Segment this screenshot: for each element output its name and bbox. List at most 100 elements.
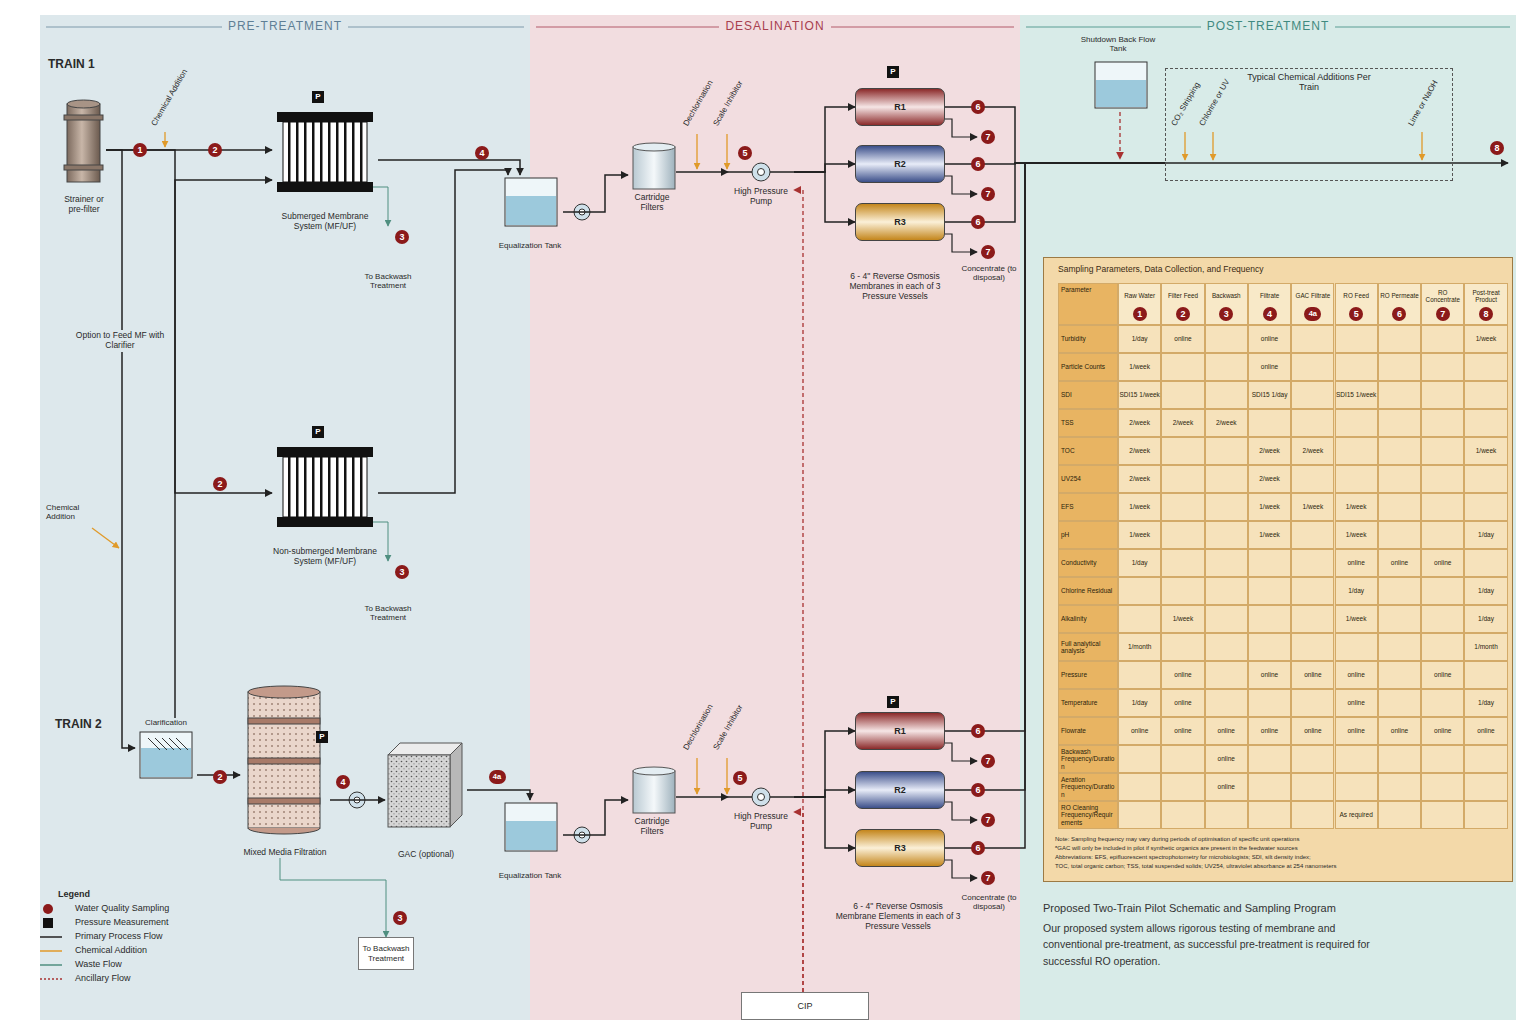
table-cell bbox=[1335, 745, 1378, 773]
mixed-media-filter bbox=[248, 718, 320, 724]
callout-number: 7 bbox=[981, 245, 995, 259]
tank bbox=[506, 821, 556, 850]
gac-cube bbox=[450, 743, 462, 827]
callout-number: 7 bbox=[981, 871, 995, 885]
table-cell bbox=[1205, 325, 1248, 353]
table-cell bbox=[1161, 633, 1204, 661]
concentrate-line bbox=[945, 119, 977, 878]
pressure-vessel: R1 bbox=[855, 88, 945, 126]
stage-band: DESALINATION bbox=[530, 15, 1020, 1020]
flow-connector bbox=[563, 175, 628, 212]
legend-text: Primary Process Flow bbox=[75, 931, 163, 941]
mixed-media-filter bbox=[248, 798, 320, 804]
node-text: R1 bbox=[894, 726, 906, 736]
table-text: 1/week bbox=[1335, 605, 1378, 633]
pressure-marker: P bbox=[316, 731, 328, 743]
table-text: online bbox=[1118, 717, 1161, 745]
table-cell bbox=[1205, 801, 1248, 829]
table-cell bbox=[1421, 577, 1464, 605]
label: TOC, total organic carbon; TSS, total su… bbox=[1055, 863, 1507, 870]
table-cell bbox=[1378, 521, 1421, 549]
table-cell bbox=[1118, 773, 1161, 801]
table-cell bbox=[1335, 409, 1378, 437]
table-cell bbox=[1205, 689, 1248, 717]
flow-connector bbox=[378, 160, 520, 175]
gac-cube bbox=[388, 743, 462, 755]
table-cell bbox=[1291, 549, 1334, 577]
callout-number: 6 bbox=[971, 157, 985, 171]
callout-number: 4 bbox=[336, 775, 350, 789]
table-text: Backwash Frequency/Duration bbox=[1060, 745, 1117, 773]
tank bbox=[1096, 80, 1146, 107]
table-text: online bbox=[1421, 549, 1464, 577]
table-cell bbox=[1248, 801, 1291, 829]
table-text: online bbox=[1335, 661, 1378, 689]
table-cell bbox=[1464, 801, 1507, 829]
table-cell bbox=[1248, 689, 1291, 717]
table-text: EFS bbox=[1060, 493, 1117, 521]
table-cell bbox=[1464, 661, 1507, 689]
table-text: Post-treat Product bbox=[1464, 285, 1507, 307]
callout-number: 7 bbox=[981, 754, 995, 768]
gac-cube bbox=[388, 755, 450, 827]
flow-connector bbox=[676, 171, 728, 173]
flow-connector bbox=[945, 163, 1165, 222]
chemical-addition-arrow bbox=[92, 132, 1422, 794]
product-line bbox=[1119, 112, 1120, 159]
table-cell bbox=[1118, 745, 1161, 773]
table-cell bbox=[1248, 605, 1291, 633]
node-text: High Pressure Pump bbox=[728, 187, 794, 207]
table-cell bbox=[1421, 521, 1464, 549]
table-cell bbox=[1248, 549, 1291, 577]
label: Note: Sampling frequency may vary during… bbox=[1055, 836, 1507, 843]
table-text: SDI bbox=[1060, 381, 1117, 409]
table-cell bbox=[1335, 465, 1378, 493]
mixed-media-filter bbox=[248, 758, 320, 764]
table-text: Aeration Frequency/Duration bbox=[1060, 773, 1117, 801]
table-cell bbox=[1161, 353, 1204, 381]
callout-number: 2 bbox=[1176, 307, 1190, 321]
callout-number: 7 bbox=[981, 187, 995, 201]
flow-connector bbox=[676, 796, 728, 798]
callout-number: 3 bbox=[395, 230, 409, 244]
table-cell bbox=[1421, 325, 1464, 353]
table-cell bbox=[1291, 325, 1334, 353]
media-filter: Mixed Media Filtration bbox=[240, 683, 330, 858]
pressure-marker: P bbox=[312, 426, 324, 438]
flow-connector bbox=[330, 799, 385, 801]
table-cell bbox=[1205, 437, 1248, 465]
node-text: Shutdown Back Flow Tank bbox=[1078, 35, 1158, 53]
membrane-module bbox=[277, 182, 373, 192]
table-text: online bbox=[1161, 325, 1204, 353]
node-text: Submerged Membrane System (MF/UF) bbox=[272, 212, 378, 232]
table-text: online bbox=[1248, 325, 1291, 353]
table-cell bbox=[1378, 577, 1421, 605]
membrane-system: Submerged Membrane System (MF/UF) bbox=[272, 97, 378, 232]
concentrate-line bbox=[945, 119, 977, 137]
table-cell bbox=[1421, 353, 1464, 381]
concentrate-line bbox=[945, 743, 977, 761]
table-text: RO Permeate bbox=[1378, 285, 1421, 307]
caption-title: Proposed Two-Train Pilot Schematic and S… bbox=[1043, 902, 1503, 915]
node-text: R3 bbox=[894, 217, 906, 227]
node-text: Typical Chemical Additions Per Train bbox=[1239, 72, 1379, 93]
flow-connector bbox=[175, 180, 272, 718]
table-cell bbox=[1464, 353, 1507, 381]
label: TRAIN 2 bbox=[55, 718, 135, 732]
table-cell bbox=[1291, 689, 1334, 717]
table-cell bbox=[1421, 381, 1464, 409]
callout-number: 2 bbox=[213, 770, 227, 784]
table-cell bbox=[1205, 661, 1248, 689]
equalization-tank: Equalization Tank bbox=[497, 800, 563, 880]
pump bbox=[752, 163, 770, 181]
table-cell bbox=[1335, 633, 1378, 661]
table-text: 1/week bbox=[1118, 521, 1161, 549]
membrane-module bbox=[283, 457, 367, 517]
clarifier: Clarification bbox=[135, 718, 197, 780]
strainer bbox=[64, 100, 103, 182]
chemical-addition-arrow bbox=[726, 758, 727, 794]
table-cell bbox=[1464, 465, 1507, 493]
table-cell bbox=[1464, 549, 1507, 577]
table-cell bbox=[1335, 773, 1378, 801]
